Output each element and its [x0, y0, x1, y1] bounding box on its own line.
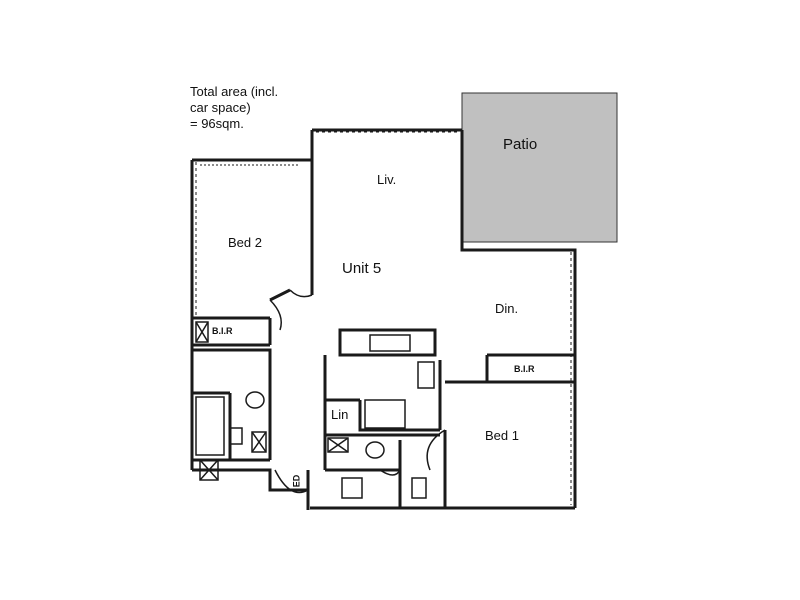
basin-icon-right [365, 441, 385, 459]
room-label-bed-2: Bed 2 [228, 235, 262, 250]
bir-label-left: B.I.R [212, 326, 233, 336]
toilet-right [411, 477, 427, 499]
cooktop [417, 361, 435, 389]
toilet-left [229, 427, 243, 445]
room-label-bed-1: Bed 1 [485, 428, 519, 443]
patio-area [461, 92, 618, 243]
area-note-line-1: Total area (incl. [190, 84, 279, 99]
kitchen-sink [369, 334, 411, 352]
basin-icon-left [245, 391, 265, 409]
xbox-3 [199, 459, 219, 481]
xbox-2 [251, 431, 267, 453]
fixtures [195, 321, 435, 499]
door-swings [269, 289, 446, 494]
bathtub [195, 396, 225, 456]
bir-label-right: B.I.R [514, 364, 535, 374]
area-note-line-3: = 96sqm. [190, 116, 244, 131]
room-label-linen: Lin [331, 407, 349, 422]
unit-label: Unit 5 [342, 260, 382, 277]
xbox-4 [327, 437, 349, 453]
ed-label: ED [291, 474, 302, 488]
room-label-living: Liv. [377, 172, 397, 187]
linen-shelf [364, 399, 406, 429]
area-note: Total area (incl. car space) = 96sqm. [190, 84, 320, 132]
xbox-1 [195, 321, 209, 343]
window-lines [195, 131, 572, 505]
room-label-dining: Din. [495, 301, 519, 316]
area-note-line-2: car space) [190, 100, 251, 115]
patio-label: Patio [503, 136, 538, 153]
laundry-tub [341, 477, 363, 499]
